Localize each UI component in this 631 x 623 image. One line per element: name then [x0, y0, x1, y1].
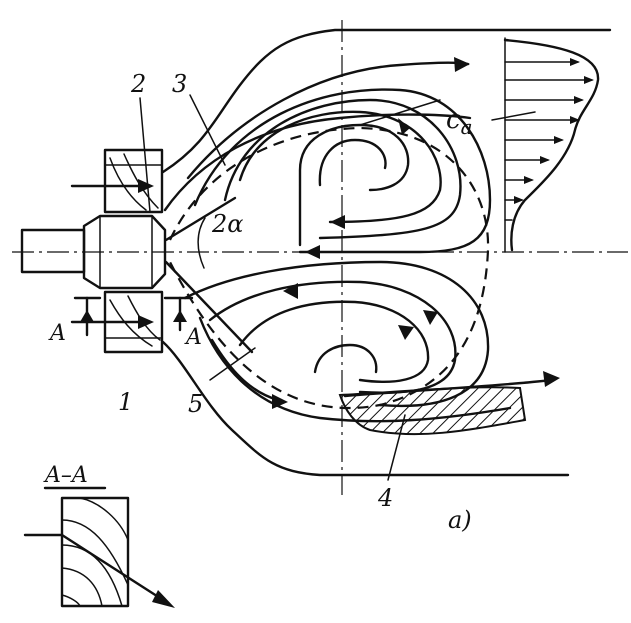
upper-wall — [161, 28, 612, 174]
leader-lines — [139, 94, 536, 481]
upper-vortex — [186, 57, 492, 259]
label-recirculation-zone: 3 — [172, 70, 187, 98]
label-cone-angle: 2α — [211, 210, 243, 238]
outflow-jet-4 — [210, 338, 560, 436]
label-section-title: A–A — [43, 463, 88, 488]
label-section-right: A — [184, 325, 202, 350]
velocity-profile — [503, 38, 600, 252]
label-nozzle: 2 — [130, 70, 146, 98]
section-marks — [73, 296, 194, 337]
lower-wall — [161, 340, 570, 477]
label-velocity: ca — [446, 105, 473, 139]
label-swirler: 1 — [118, 388, 133, 416]
label-section-left: A — [48, 321, 66, 346]
spray-cone — [164, 196, 254, 354]
swirler-1 — [103, 148, 164, 354]
upper-wall-flow — [163, 113, 472, 212]
label-fuel-cone: 5 — [188, 390, 203, 418]
label-figure-tag: a) — [448, 506, 472, 534]
flame-front-boundary — [169, 126, 490, 410]
nozzle-2 — [20, 214, 167, 290]
label-wall-zone: 4 — [377, 484, 393, 512]
section-a-a-inset — [23, 486, 175, 608]
